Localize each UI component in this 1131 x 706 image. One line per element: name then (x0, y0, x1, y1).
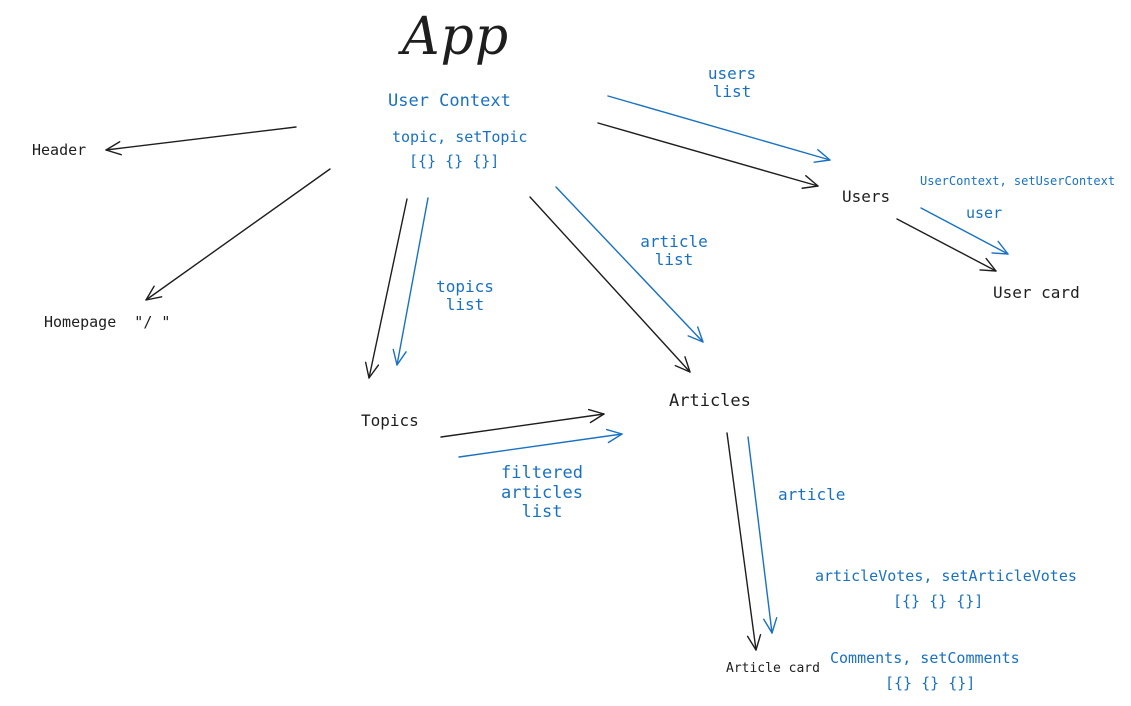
arrow-app-to-articles (529, 196, 691, 373)
node-user-card: User card (993, 283, 1080, 302)
label-article: article (778, 485, 846, 504)
label-users-list: users list (707, 64, 757, 102)
label-user: user (966, 204, 1003, 222)
label-comments-value: [{} {} {}] (885, 674, 976, 692)
arrow-app-to-users-blue (607, 95, 831, 163)
arrow-app-to-header (105, 126, 297, 156)
label-comments-state: Comments, setComments (830, 649, 1020, 667)
arrow-app-to-homepage (145, 168, 331, 301)
arrow-app-to-articles-blue (555, 186, 704, 343)
label-topics-list: topics list (436, 277, 494, 315)
node-articles: Articles (669, 391, 751, 411)
arrow-articles-to-article-card-blue (747, 436, 778, 634)
node-article-card: Article card (726, 661, 820, 676)
arrow-users-to-user-card (896, 218, 997, 272)
label-topic-state: topic, setTopic (392, 128, 528, 146)
arrow-app-to-topics (364, 198, 408, 379)
label-user-context-state: UserContext, setUserContext (920, 174, 1116, 188)
arrow-articles-to-article-card (726, 432, 762, 651)
label-filtered-articles-list: filtered articles list (501, 463, 583, 523)
label-article-votes-state: articleVotes, setArticleVotes (815, 567, 1077, 585)
node-topics: Topics (361, 411, 419, 430)
arrow-users-to-user-card-blue (920, 207, 1009, 255)
arrow-topics-to-articles (440, 408, 605, 438)
arrow-app-to-topics-blue (392, 197, 429, 366)
node-users: Users (842, 187, 891, 206)
arrow-app-to-users (597, 122, 819, 189)
label-article-list: article list (640, 232, 708, 270)
label-user-context: User Context (388, 91, 511, 111)
node-header: Header (32, 141, 87, 159)
node-homepage: Homepage "/ " (44, 313, 171, 331)
node-app: App (402, 7, 510, 67)
label-topic-state-value: [{} {} {}] (409, 152, 500, 170)
label-article-votes-value: [{} {} {}] (893, 592, 984, 610)
arrow-topics-to-articles-blue (458, 428, 623, 458)
